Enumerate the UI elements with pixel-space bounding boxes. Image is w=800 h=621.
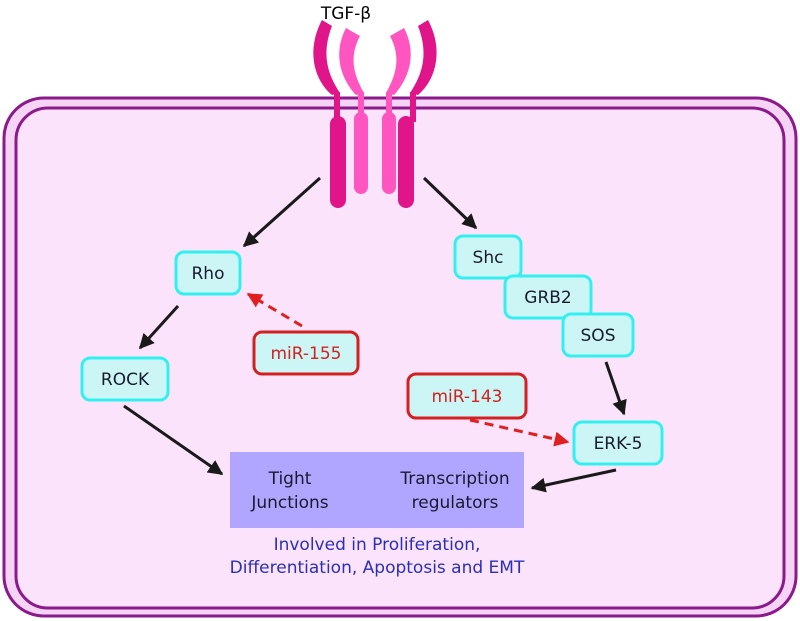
ligand-label: TGF-β	[320, 4, 371, 24]
cell-membrane-inner	[14, 106, 786, 610]
target-transcription-line2: regulators	[412, 493, 499, 513]
node-grb2-label: GRB2	[524, 288, 571, 308]
arrow-sos-to-erk5	[604, 361, 627, 416]
tgf-beta-receptor	[313, 20, 437, 208]
node-grb2: GRB2	[503, 274, 593, 320]
node-rock-label: ROCK	[101, 370, 150, 390]
mirna-mir155-label: miR-155	[271, 344, 342, 364]
arrow-mir143-to-erk5	[469, 418, 570, 447]
node-rock: ROCK	[80, 356, 170, 402]
node-shc: Shc	[453, 234, 523, 280]
node-erk5-label: ERK-5	[594, 434, 643, 454]
node-shc-label: Shc	[473, 248, 504, 268]
target-transcription-line1: Transcription	[399, 469, 509, 489]
node-sos: SOS	[561, 312, 635, 358]
arrow-rock-to-targets	[123, 404, 224, 476]
node-rho-label: Rho	[192, 264, 225, 284]
mirna-mir143: miR-143	[406, 372, 528, 420]
node-rho: Rho	[174, 250, 242, 296]
target-tight-junctions-line1: Tight	[268, 469, 312, 489]
node-sos-label: SOS	[581, 326, 616, 346]
arrow-receptor-to-rho	[242, 176, 322, 248]
target-tight-junctions-line2: Junctions	[250, 493, 328, 513]
caption-line1: Involved in Proliferation,	[274, 535, 481, 555]
mirna-mir155: miR-155	[252, 330, 360, 376]
arrow-receptor-to-shc	[422, 176, 478, 230]
arrow-erk5-to-targets	[530, 468, 617, 493]
node-erk5: ERK-5	[572, 420, 664, 466]
caption-line2: Differentiation, Apoptosis and EMT	[230, 558, 525, 578]
arrow-rho-to-rock	[138, 304, 180, 350]
targets-box: Tight Junctions Transcription regulators	[230, 452, 524, 528]
arrow-mir155-to-rho	[246, 292, 303, 328]
mirna-mir143-label: miR-143	[432, 387, 503, 407]
